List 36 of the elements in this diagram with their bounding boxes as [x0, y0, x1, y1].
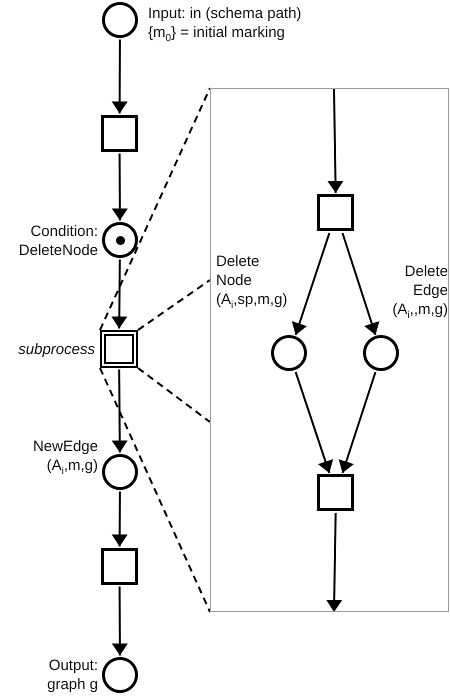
arrow: [342, 232, 380, 336]
transition-square: [317, 474, 354, 511]
arrow: [326, 512, 342, 612]
place-circle: [102, 2, 138, 38]
place-circle: [363, 335, 399, 371]
place-circle: [102, 454, 138, 490]
marked-place-circle: [102, 222, 138, 258]
place-label: Delete Edge (A$_{i}$,,m,g): [391, 262, 448, 319]
arrow: [112, 586, 128, 656]
place-label: Delete Node (A$_{i}$,sp,m,g): [216, 252, 288, 309]
subprocess-transition: [100, 330, 138, 368]
place-circle: [271, 335, 307, 371]
zoom-line: [99, 368, 211, 612]
arrow: [111, 260, 128, 328]
transition-square: [101, 115, 138, 152]
zoom-line: [137, 279, 211, 331]
zoom-panel: [210, 88, 449, 612]
zoom-line: [137, 367, 211, 423]
transition-square: [317, 194, 354, 231]
place-label: Output: graph g: [46, 656, 98, 694]
place-label: Condition: DeleteNode: [18, 222, 98, 260]
arrow: [112, 492, 128, 546]
arrow: [112, 40, 128, 114]
arrow: [327, 88, 344, 194]
zoom-line: [99, 88, 211, 330]
arrow: [294, 372, 334, 474]
arrow: [112, 154, 128, 220]
transition-square: [101, 548, 138, 585]
place-label: Input: in (schema path): [148, 4, 302, 23]
arrow: [292, 232, 330, 336]
place-label: NewEdge (A$_{i}$,m,g): [32, 437, 98, 475]
arrow: [338, 372, 376, 474]
arrow: [112, 369, 128, 452]
place-label: subprocess: [17, 340, 95, 359]
place-label: {m$_{0}$} = initial marking: [148, 23, 286, 42]
place-circle: [102, 657, 138, 693]
